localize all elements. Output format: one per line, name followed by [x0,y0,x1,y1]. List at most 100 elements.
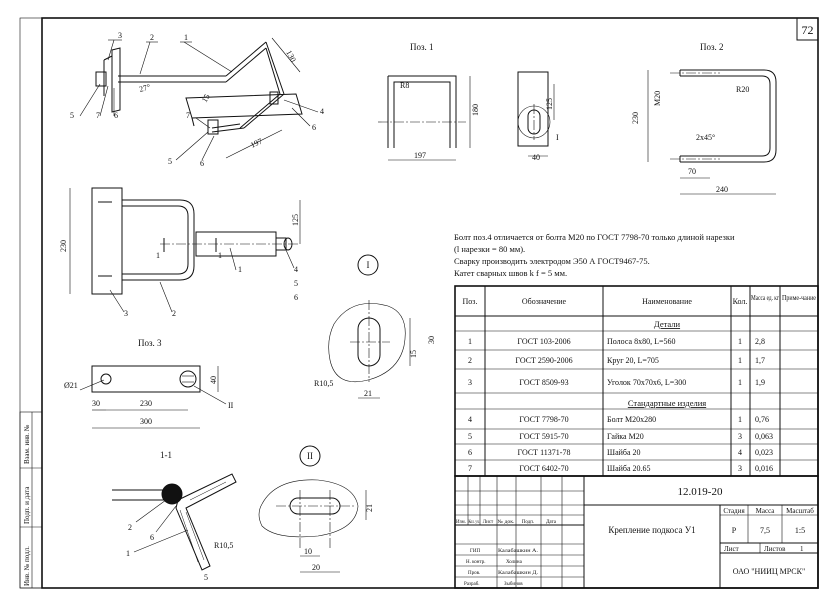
tb-col-sign: Подп. [522,520,534,525]
callout-1: 1 [184,33,188,42]
tb-org: ОАО "НИИЦ МРСК" [733,567,806,576]
callout-7b: 7 [186,111,190,120]
poz1-197: 197 [414,151,426,160]
spec-cell: 2,8 [755,337,765,346]
detail-I-marker [357,254,379,276]
tb-role-3: Пров. [468,571,480,576]
callout-3: 3 [118,31,122,40]
poz1-view: Поз. 1 R8 180 197 125 40 I [378,42,559,162]
spec-row-4: 4 ГОСТ 7798-70 Болт М20х280 1 0,76 [468,415,769,424]
main-callout-3: 3 [124,309,128,318]
tb-stage-label: Стадия [723,507,745,515]
detailI-30: 30 [427,336,436,344]
spec-cell: 1 [738,378,742,387]
detailII-5: 5 [204,573,208,582]
detail-II-marker [299,445,321,467]
note-line-2: (l нарезки = 80 мм). [454,244,525,254]
poz2-240: 240 [716,185,728,194]
spec-h-qty: Кол. [733,297,748,306]
spec-cell: Шайба 20.65 [607,464,651,473]
sec-callout-1: 1 [126,549,130,558]
main-sec-1a: 1 [156,251,160,260]
detail-I-marker-label: I [367,260,370,270]
note-line-1: Болт поз.4 отличается от болта М20 по ГО… [454,232,735,242]
tb-col-doc: № док. [498,519,515,525]
tb-sheet-label: Лист [724,545,739,553]
poz3-30: 30 [92,399,100,408]
tb-name-4: Зыбинов [504,582,523,587]
sec-callout-2: 2 [128,523,132,532]
iso-dim-15: 15 [200,93,212,104]
spec-h-name: Наименование [642,297,692,306]
spec-cell: 3 [738,464,742,473]
callout-5b: 5 [168,157,172,166]
poz2-view: Поз. 2 R20 M20 230 2х45° 70 240 [631,42,777,195]
tb-role-1: ГИП [470,549,481,554]
spec-cell: 5 [468,432,472,441]
main-callout-6: 6 [294,293,298,302]
spec-cell: 0,016 [755,464,773,473]
detail-I-view: 30 15 R10,5 21 [314,300,436,399]
tb-col-date: Дата [546,520,557,525]
sheet-number: 72 [802,23,814,37]
tb-name-2: Холина [506,560,523,565]
spec-cell: 1,7 [755,356,765,365]
spec-table: Поз. Обозначение Наименование Кол. Масса… [454,285,819,477]
tb-col-list: Лист [483,520,494,525]
main-assembly-view: 230 125 1 1 1 3 2 4 5 6 [59,187,301,318]
poz2-m20: M20 [653,91,662,106]
main-callout-5: 5 [294,279,298,288]
spec-cell: Полоса 8х80, L=560 [607,337,675,346]
spec-cell: 1 [738,337,742,346]
main-callout-2: 2 [172,309,176,318]
isometric-view: 130 27° 15 197 3 2 1 5 7 6 7 5 6 4 6 [70,31,324,168]
poz3-40: 40 [209,376,218,384]
detailII-20: 20 [312,563,320,572]
spec-h-note: Приме-чание [782,293,817,302]
callout-7a: 7 [96,111,100,120]
iso-dim-130: 130 [284,49,298,64]
spec-cell: 4 [468,415,472,424]
main-callout-1: 1 [238,265,242,274]
spec-section-details: Детали [654,319,681,329]
detailI-r105: R10,5 [314,379,333,388]
detailI-15: 15 [409,350,418,358]
callout-6c: 6 [312,123,316,132]
poz3-230: 230 [140,399,152,408]
spec-h-poz: Поз. [463,297,478,306]
iso-dim-197: 197 [249,137,264,150]
spec-cell: 0,76 [755,415,769,424]
spec-cell: 1 [468,337,472,346]
side-stamp: Инв. № подл. Подп. и дата Взам. инв. № [19,411,43,589]
poz3-detail-II: II [228,401,234,410]
main-callout-4: 4 [294,265,298,274]
spec-cell: ГОСТ 7798-70 [519,415,568,424]
note-line-3: Сварку производить электродом Э50 А ГОСТ… [454,256,650,266]
tb-scale: 1:5 [795,526,805,535]
spec-cell: Гайка М20 [607,432,644,441]
callout-4a: 4 [320,107,324,116]
spec-section-std: Стандартные изделия [628,398,706,408]
detailI-21: 21 [364,389,372,398]
tb-mass: 7,5 [760,526,770,535]
tb-role-4: Разраб. [464,582,480,587]
poz1-125: 125 [545,98,554,110]
spec-cell: 3 [468,378,472,387]
detailII-10: 10 [304,547,312,556]
poz1-title: Поз. 1 [410,42,434,52]
side-stamp-zam: Взам. инв. № [23,424,31,464]
callout-5a: 5 [70,111,74,120]
detail-II-view: 21 R10,5 10 20 5 [204,479,374,582]
main-sec-1b: 1 [218,251,222,260]
poz3-view: Поз. 3 Ø21 30 230 300 40 II [64,338,234,429]
spec-cell: ГОСТ 2590-2006 [515,356,572,365]
poz2-r20: R20 [736,85,749,94]
spec-cell: 7 [468,464,472,473]
side-stamp-inv: Инв. № подл. [23,546,31,586]
spec-cell: ГОСТ 11371-78 [518,448,571,457]
spec-row-3: 3 ГОСТ 8509-93 Уголок 70х70х6, L=300 1 1… [468,378,765,387]
tb-col-kol: Кол. уч. [469,520,480,525]
tb-name-1: Калабашкин А. [498,549,538,554]
spec-row-5: 5 ГОСТ 5915-70 Гайка М20 3 0,063 [468,432,773,441]
